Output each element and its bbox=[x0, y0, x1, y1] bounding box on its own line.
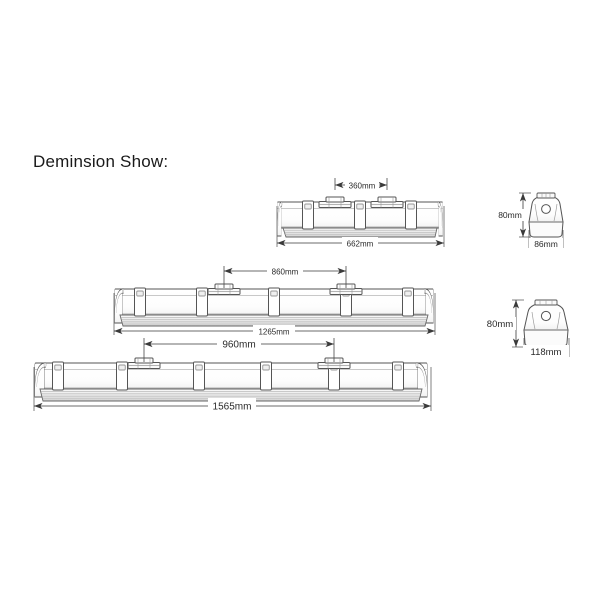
diffuser-large bbox=[39, 388, 423, 402]
dimension-label-360mm: 360mm bbox=[349, 182, 376, 191]
dimension-label-width-118mm: 118mm bbox=[531, 347, 562, 358]
dimension-960mm: 960mm bbox=[143, 336, 335, 362]
dimension-label-width-86mm: 86mm bbox=[534, 239, 558, 249]
fixture-view-large bbox=[34, 357, 428, 402]
cross-section-wide: 80mm 118mm bbox=[484, 299, 570, 358]
diffuser-medium bbox=[119, 314, 429, 327]
dimension-label-960mm: 960mm bbox=[222, 340, 255, 351]
fixture-view-medium bbox=[114, 283, 434, 327]
hanger-bracket bbox=[318, 196, 352, 208]
dimension-860mm: 860mm bbox=[223, 265, 347, 288]
dimension-label-height-80mm-narrow: 80mm bbox=[498, 210, 522, 220]
dimension-662mm: 662mm bbox=[276, 206, 445, 249]
diffuser-small bbox=[282, 227, 438, 238]
dimension-1565mm: 1565mm bbox=[33, 367, 432, 413]
dimension-label-height-80mm-wide: 80mm bbox=[487, 319, 513, 330]
page-title: Deminsion Show: bbox=[33, 152, 169, 171]
dimension-label-662mm: 662mm bbox=[347, 240, 374, 249]
dimension-label-1565mm: 1565mm bbox=[213, 402, 252, 413]
dimension-label-860mm: 860mm bbox=[272, 268, 299, 277]
dimension-label-1265mm: 1265mm bbox=[258, 328, 289, 337]
dimension-360mm: 360mm bbox=[334, 178, 388, 191]
cross-section-narrow: 80mm 86mm bbox=[495, 192, 564, 250]
fixture-view-small bbox=[276, 196, 444, 238]
dimension-1265mm: 1265mm bbox=[113, 293, 436, 337]
hanger-bracket bbox=[370, 196, 404, 208]
